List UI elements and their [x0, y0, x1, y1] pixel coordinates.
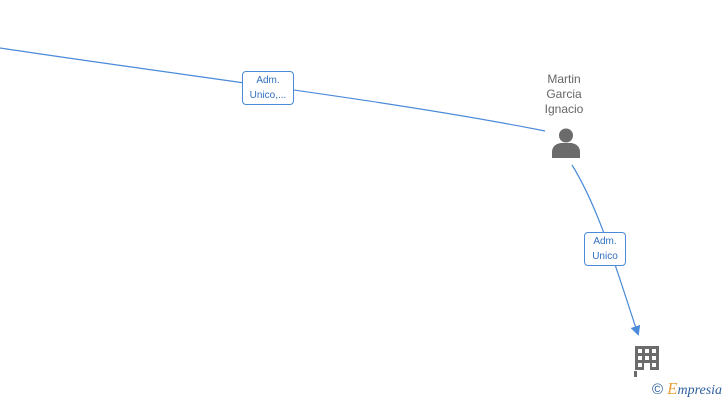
copyright-symbol: ©: [652, 380, 664, 398]
edge-label-1-line-1: Adm.: [256, 75, 280, 86]
edge-label-2-line-2: Unico: [592, 251, 618, 262]
building-icon[interactable]: [634, 345, 660, 377]
edge-label-2[interactable]: Adm. Unico: [584, 232, 626, 266]
person-icon[interactable]: [551, 127, 581, 158]
brand-rest: mpresia: [677, 383, 723, 398]
brand-logo: Empresia: [667, 380, 722, 398]
brand-initial: E: [667, 379, 678, 398]
edge-label-1[interactable]: Adm. Unico,...: [242, 71, 294, 105]
empresia-watermark: © Empresia: [650, 378, 723, 400]
person-node-name[interactable]: Martin Garcia Ignacio: [524, 72, 604, 117]
edge-label-2-line-1: Adm.: [593, 236, 617, 247]
person-name-line-2: Garcia: [546, 87, 582, 101]
person-name-line-1: Martin: [547, 72, 581, 86]
edge-label-1-line-2: Unico,...: [249, 90, 287, 101]
person-name-line-3: Ignacio: [544, 102, 584, 116]
